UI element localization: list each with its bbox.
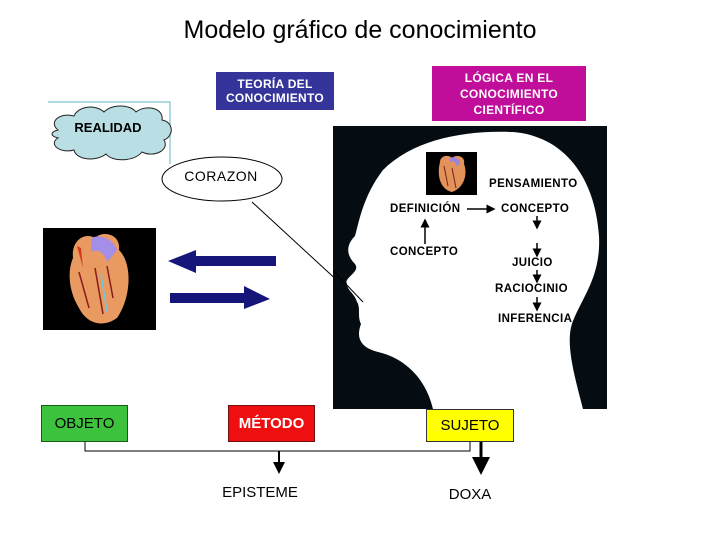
- small-heart-image: [426, 152, 477, 195]
- episteme-label: EPISTEME: [222, 484, 298, 501]
- corazon-label: CORAZON: [184, 168, 258, 184]
- sujeto-box: SUJETO: [426, 409, 514, 442]
- double-arrows: [168, 250, 276, 309]
- logica-conocimiento-cientifico-box: LÓGICA EN EL CONOCIMIENTO CIENTÍFICO: [432, 66, 586, 121]
- right-arrow-icon: [170, 286, 270, 309]
- left-arrow-icon: [168, 250, 276, 273]
- inferencia-label: INFERENCIA: [498, 313, 573, 325]
- logica-line-2: CONOCIMIENTO: [459, 86, 559, 101]
- metodo-box: MÉTODO: [228, 405, 315, 442]
- logica-line-1: LÓGICA EN EL: [464, 70, 554, 85]
- doxa-label: DOXA: [448, 486, 492, 503]
- realidad-label: REALIDAD: [74, 120, 142, 135]
- pensamiento-label: PENSAMIENTO: [489, 178, 578, 190]
- juicio-label: JUICIO: [512, 257, 553, 269]
- definicion-label: DEFINICIÓN: [390, 203, 461, 215]
- realidad-cloud: [48, 101, 172, 164]
- logica-line-3: CIENTÍFICO: [473, 102, 545, 117]
- concepto-left-label: CONCEPTO: [390, 246, 459, 258]
- teoria-line-2: CONOCIMIENTO: [225, 91, 325, 105]
- teoria-del-conocimiento-box: TEORÍA DEL CONOCIMIENTO: [216, 72, 334, 110]
- head-silhouette: [333, 131, 600, 409]
- page-title: Modelo gráfico de conocimiento: [183, 16, 537, 44]
- teoria-line-1: TEORÍA DEL: [237, 77, 313, 91]
- heart-image: [43, 228, 156, 330]
- objeto-box: OBJETO: [41, 405, 128, 442]
- raciocinio-label: RACIOCINIO: [495, 283, 568, 295]
- concepto-right-label: CONCEPTO: [501, 203, 570, 215]
